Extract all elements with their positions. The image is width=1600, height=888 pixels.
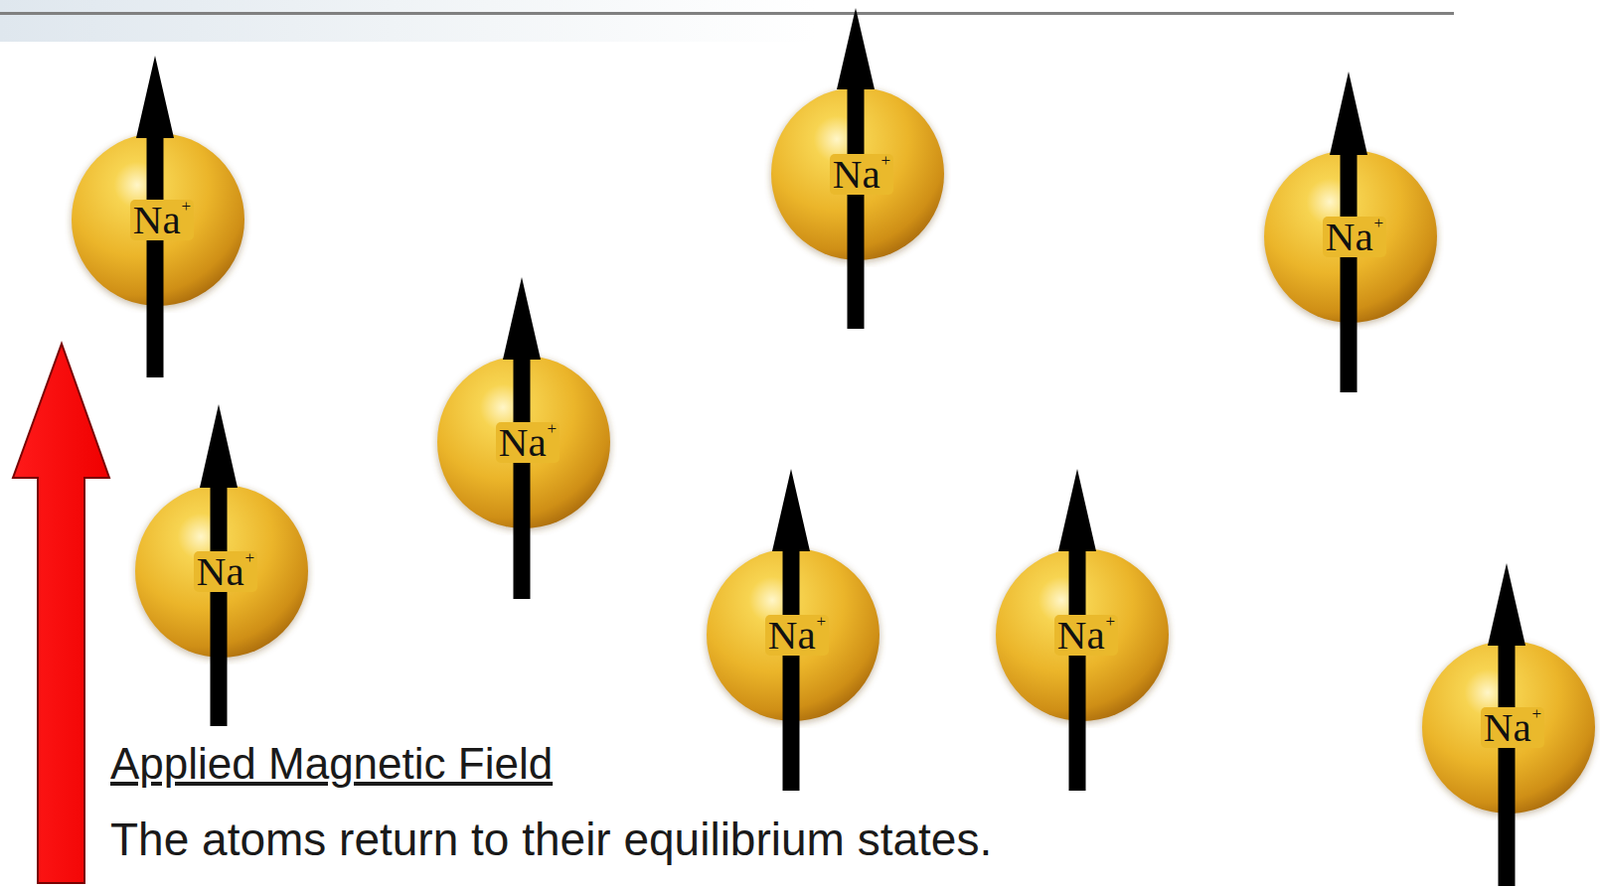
header-rule bbox=[0, 11, 1454, 15]
spin-arrow bbox=[836, 7, 875, 329]
element-symbol: Na bbox=[1325, 213, 1374, 260]
element-symbol: Na bbox=[1483, 704, 1532, 751]
spin-arrow bbox=[1329, 71, 1368, 393]
ion-label: Na+ bbox=[1322, 216, 1387, 258]
ion-charge: + bbox=[547, 419, 558, 439]
ion-label: Na+ bbox=[1054, 615, 1119, 656]
caption-note: The atoms return to their equilibrium st… bbox=[110, 812, 992, 867]
ion-charge: + bbox=[1106, 612, 1117, 632]
element-symbol: Na bbox=[133, 196, 181, 243]
element-symbol: Na bbox=[1057, 612, 1106, 658]
ion-label: Na+ bbox=[495, 422, 560, 464]
ion-charge: + bbox=[816, 612, 827, 632]
spin-arrow bbox=[502, 277, 541, 600]
field-label: Applied Magnetic Field bbox=[110, 739, 553, 790]
ion-charge: + bbox=[881, 151, 892, 170]
header-band bbox=[0, 0, 815, 42]
spin-arrow bbox=[772, 469, 810, 792]
ion-charge: + bbox=[1374, 213, 1385, 233]
spin-arrow bbox=[136, 55, 174, 378]
ion-label: Na+ bbox=[829, 154, 894, 195]
spin-arrow bbox=[1487, 563, 1526, 887]
ion-label: Na+ bbox=[765, 615, 829, 656]
element-symbol: Na bbox=[832, 151, 881, 197]
spin-arrow bbox=[199, 404, 238, 727]
element-symbol: Na bbox=[196, 548, 245, 595]
ion-label: Na+ bbox=[1480, 707, 1545, 749]
ion-charge: + bbox=[1532, 704, 1543, 724]
spin-arrow bbox=[1058, 469, 1097, 792]
ion-label: Na+ bbox=[130, 199, 194, 241]
element-symbol: Na bbox=[498, 419, 547, 466]
ion-charge: + bbox=[245, 548, 256, 568]
ion-charge: + bbox=[181, 196, 192, 216]
ion-label: Na+ bbox=[193, 551, 258, 593]
element-symbol: Na bbox=[768, 612, 816, 658]
field-arrow bbox=[12, 343, 110, 884]
